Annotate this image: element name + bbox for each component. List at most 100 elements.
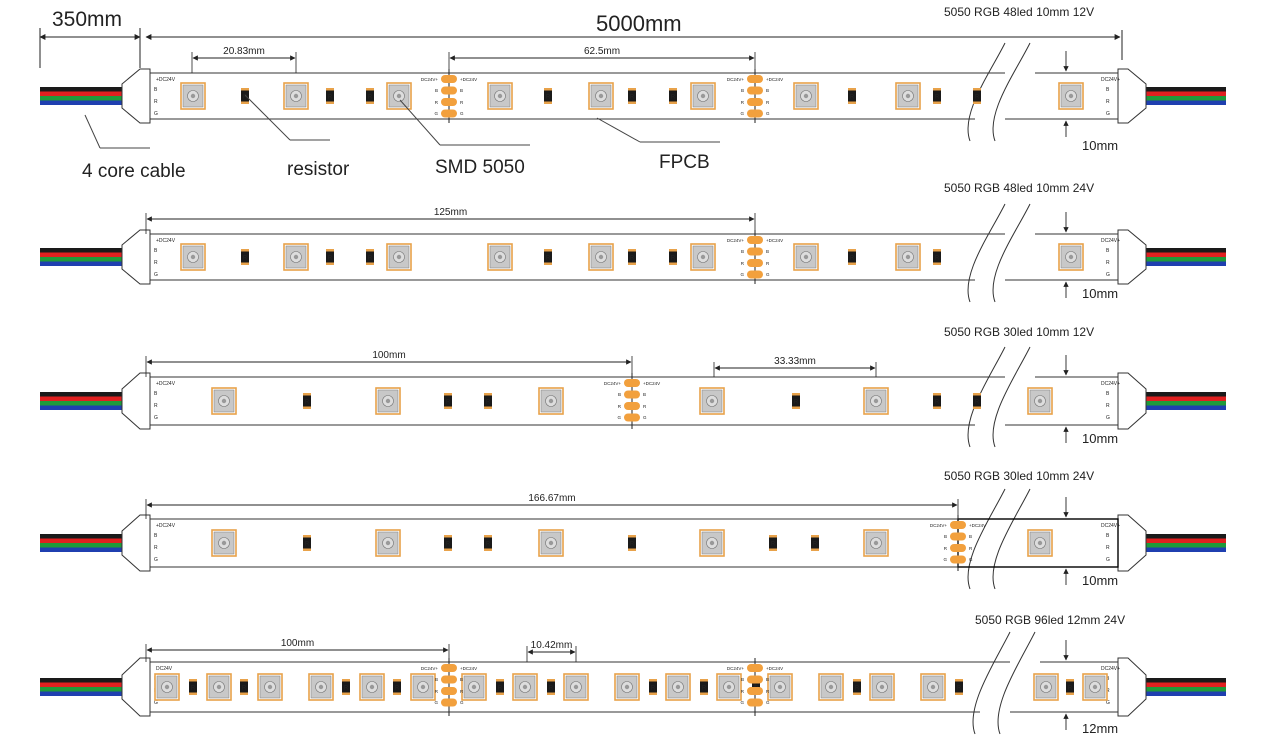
pad-label: B xyxy=(741,677,744,682)
led-die xyxy=(828,684,834,690)
pad-label: DC24V+ xyxy=(421,77,439,82)
strip-2: 5050 RGB 48led 10mm 24V+DC24VBRGDC24V+BR… xyxy=(40,181,1226,303)
pad-label: DC24V+ xyxy=(1101,77,1120,83)
cable-right xyxy=(1146,87,1226,105)
resistor-cap xyxy=(669,88,677,91)
cable-wire xyxy=(40,682,122,687)
dimension-line: 62.5mm xyxy=(448,46,756,73)
resistor-cap xyxy=(853,679,861,682)
resistor-mark: R xyxy=(344,686,349,692)
pad-label: G xyxy=(766,700,770,705)
cable-wire xyxy=(40,534,122,539)
smd-5050-led xyxy=(895,82,921,110)
led-die xyxy=(497,93,503,99)
resistor-body xyxy=(669,88,677,104)
resistor-body xyxy=(669,249,677,265)
resistor-cap xyxy=(496,679,504,682)
resistor-body xyxy=(853,679,861,695)
resistor-mark: R xyxy=(975,95,980,101)
smd-5050-led xyxy=(818,673,844,701)
pad-label: B xyxy=(1106,533,1110,539)
pad-label: B xyxy=(1106,248,1110,254)
end-cap-right xyxy=(1117,372,1147,430)
resistor-cap xyxy=(342,692,350,695)
smd-5050-led xyxy=(211,529,237,557)
resistor-mark: R xyxy=(486,542,491,548)
solder-pad xyxy=(441,98,457,106)
end-cap-right xyxy=(1117,68,1147,124)
solder-pad xyxy=(747,687,763,695)
width-indicator: 10mm xyxy=(1063,212,1118,301)
dimension-label: 166.67mm xyxy=(528,493,575,504)
pad-label: +DC24V xyxy=(643,381,660,386)
end-cap-left xyxy=(121,372,151,430)
resistor: R xyxy=(933,393,941,409)
led-die xyxy=(385,540,391,546)
cable-wire xyxy=(1146,687,1226,692)
cable-wire xyxy=(1146,100,1226,105)
resistor-mark: R xyxy=(368,95,373,101)
dimension-label: 125mm xyxy=(434,207,467,218)
resistor-cap xyxy=(544,101,552,104)
resistor: R xyxy=(241,249,249,265)
pad-label: G xyxy=(740,700,744,705)
resistor-cap xyxy=(444,393,452,396)
callouts: 4 core cable resistor SMD 5050 FPCB xyxy=(82,94,720,182)
cable-wire xyxy=(40,405,122,410)
pad-label: G xyxy=(1106,557,1110,563)
led-die xyxy=(803,93,809,99)
resistor-cap xyxy=(240,679,248,682)
cable-wire xyxy=(1146,87,1226,92)
pad-label: G xyxy=(1106,700,1110,706)
pad-label: DC24V+ xyxy=(1101,523,1120,529)
resistor-cap xyxy=(628,249,636,252)
resistor: R xyxy=(444,393,452,409)
resistor-cap xyxy=(811,535,819,538)
pad-label: +DC24V xyxy=(766,238,783,243)
cable-wire xyxy=(1146,96,1226,101)
pad-label: DC24V xyxy=(156,666,173,672)
width-indicator: 10mm xyxy=(1063,51,1118,153)
resistor-mark: R xyxy=(975,400,980,406)
resistor-mark: R xyxy=(935,95,940,101)
resistor-cap xyxy=(628,88,636,91)
dimension-line: 20.83mm xyxy=(191,46,297,73)
break-line xyxy=(992,346,1031,448)
resistor-body xyxy=(769,535,777,551)
pad-label: DC24V+ xyxy=(727,77,745,82)
pad-label: +DC24V xyxy=(766,77,783,82)
resistor-cap xyxy=(544,249,552,252)
solder-pad xyxy=(624,390,640,399)
smd-5050-led xyxy=(863,387,889,415)
resistor-cap xyxy=(484,406,492,409)
pad-label: G xyxy=(154,415,158,421)
resistor-mark: R xyxy=(794,400,799,406)
resistor-body xyxy=(547,679,555,695)
solder-pad xyxy=(441,687,457,695)
led-die xyxy=(573,684,579,690)
strip-3: 5050 RGB 30led 10mm 12V+DC24VBRGDC24V+BR… xyxy=(40,325,1226,448)
pad-label: R xyxy=(766,261,770,266)
resistor-mark: R xyxy=(328,256,333,262)
width-indicator: 10mm xyxy=(1063,355,1118,446)
cable-wire xyxy=(40,691,122,696)
callout-resistor: resistor xyxy=(287,159,350,180)
resistor: R xyxy=(848,249,856,265)
solder-pad xyxy=(747,86,763,95)
cable-left xyxy=(40,87,122,105)
end-cap-right xyxy=(1117,514,1147,572)
cable-wire xyxy=(40,547,122,552)
resistor-cap xyxy=(241,262,249,265)
smd-5050-led xyxy=(375,387,401,415)
resistor-mark: R xyxy=(630,256,635,262)
resistor-body xyxy=(303,393,311,409)
smd-5050-led xyxy=(154,673,180,701)
strip-width-label: 10mm xyxy=(1082,138,1118,153)
smd-5050-led xyxy=(699,387,725,415)
solder-pad xyxy=(441,664,457,672)
resistor-body xyxy=(848,88,856,104)
resistor-cap xyxy=(628,548,636,551)
resistor-cap xyxy=(933,249,941,252)
resistor-mark: R xyxy=(850,256,855,262)
